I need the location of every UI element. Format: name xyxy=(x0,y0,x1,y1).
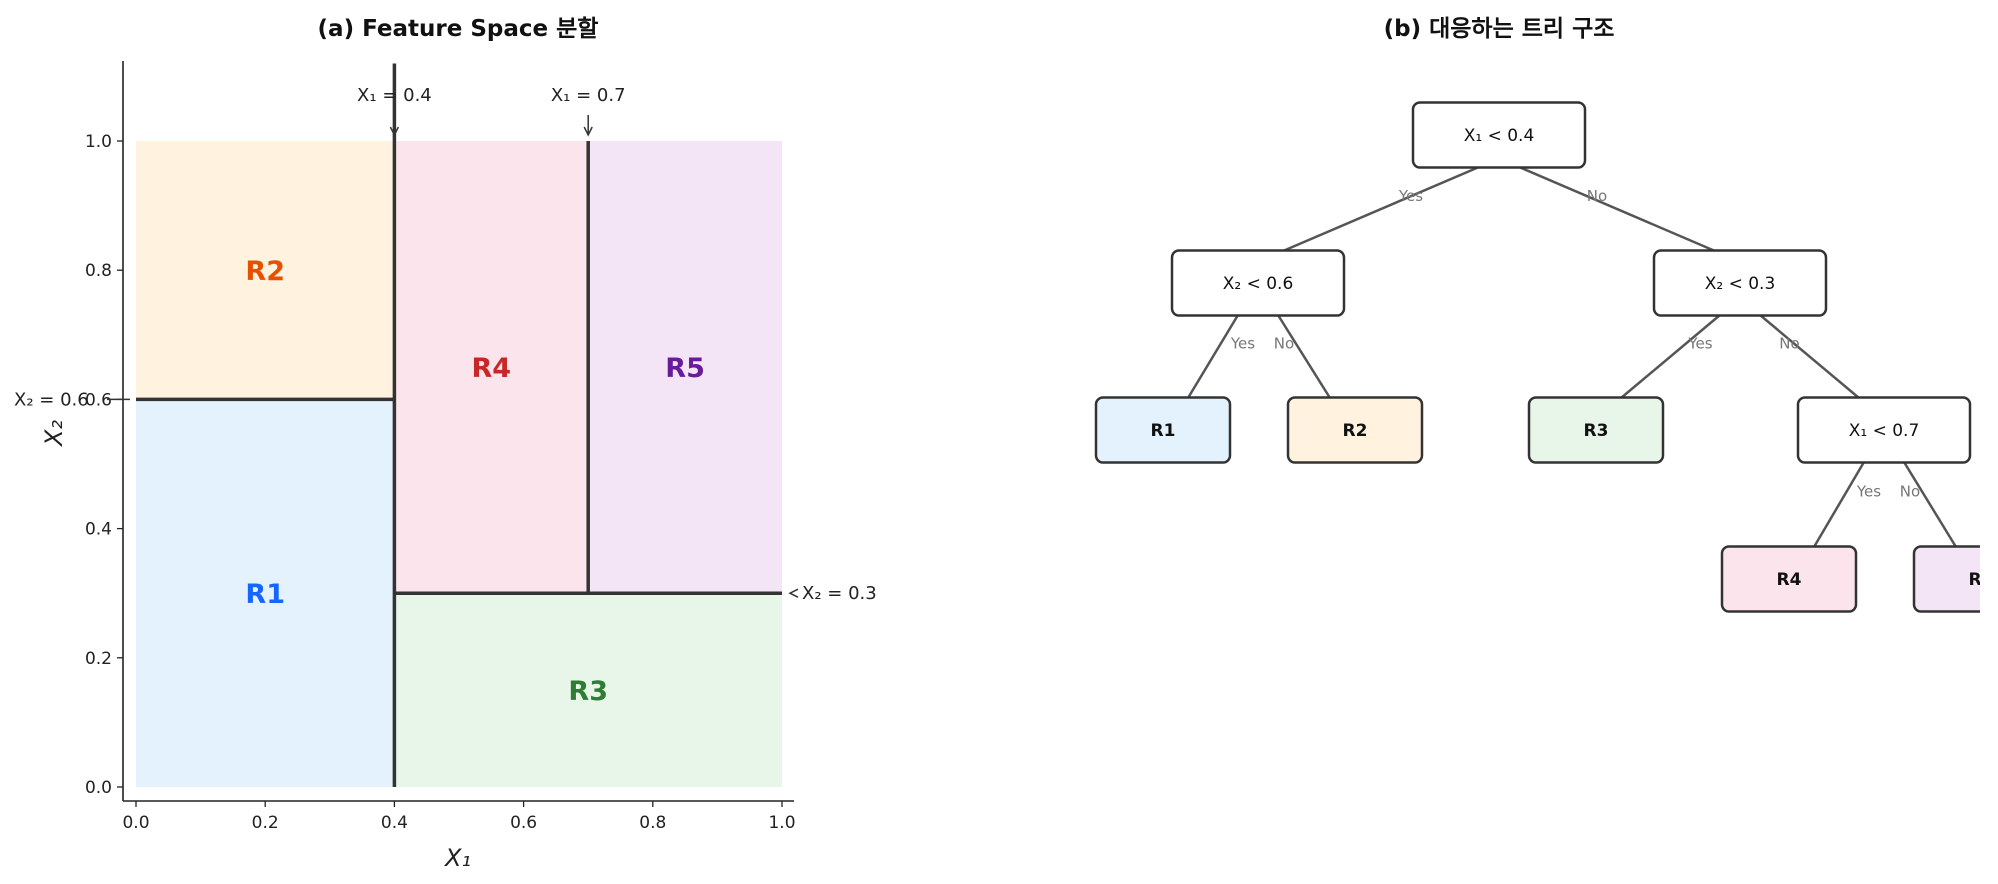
x-axis-label: X₁ xyxy=(443,844,471,872)
region-r1 xyxy=(136,399,395,787)
region-label-r2: R2 xyxy=(245,256,285,287)
decision-node-root xyxy=(1411,101,1587,169)
region-label-r1: R1 xyxy=(245,579,285,610)
region-r3 xyxy=(394,593,782,787)
node-label: R2 xyxy=(1343,421,1368,441)
tree-edge xyxy=(1759,314,1860,399)
split-annotation: X₂ = 0.6 xyxy=(14,389,89,410)
edge-label-no: No xyxy=(1900,483,1920,501)
node-label: R5 xyxy=(1969,570,1994,590)
tree-edge xyxy=(1902,461,1958,548)
node-label: X₂ < 0.3 xyxy=(1705,274,1776,294)
tree-edge xyxy=(1620,314,1721,399)
split-annotation: X₂ = 0.3 xyxy=(802,583,877,604)
leaf-node-r5 xyxy=(1912,545,1980,613)
edge-label-no: No xyxy=(1587,187,1607,205)
region-label-r3: R3 xyxy=(568,676,608,707)
decision-node-n3 xyxy=(1652,249,1828,317)
edge-label-no: No xyxy=(1274,335,1294,353)
edge-label-yes: Yes xyxy=(1230,335,1255,353)
y-axis-label: X₂ xyxy=(40,420,68,448)
leaf-node-r4 xyxy=(1720,545,1858,613)
tree-edge xyxy=(1812,461,1866,548)
x-tick-label: 0.4 xyxy=(381,813,408,833)
tree-edge xyxy=(1276,314,1332,399)
split-annotation: X₁ = 0.4 xyxy=(357,85,432,106)
arrowhead-icon xyxy=(788,588,799,598)
x-tick-label: 0.8 xyxy=(639,813,666,833)
tree-edge xyxy=(1186,314,1240,399)
x-tick-label: 0.6 xyxy=(510,813,537,833)
arrowhead-icon xyxy=(389,126,400,137)
leaf-node-r3 xyxy=(1527,396,1665,464)
edge-label-yes: Yes xyxy=(1856,483,1881,501)
edge-label-yes: Yes xyxy=(1398,187,1423,205)
x-tick-label: 1.0 xyxy=(768,813,795,833)
y-tick-label: 0.6 xyxy=(85,390,112,410)
decision-node-n4 xyxy=(1796,396,1972,464)
x-tick-label: 0.0 xyxy=(122,813,149,833)
region-r2 xyxy=(136,141,395,400)
region-r4 xyxy=(394,141,589,594)
tree-edge xyxy=(1282,165,1480,253)
arrowhead-icon xyxy=(583,126,593,137)
node-label: X₁ < 0.4 xyxy=(1464,126,1535,146)
y-tick-label: 0.4 xyxy=(85,520,112,540)
node-label: R3 xyxy=(1584,421,1609,441)
y-tick-label: 0.0 xyxy=(85,778,112,798)
leaf-node-r2 xyxy=(1286,396,1424,464)
edge-label-yes: Yes xyxy=(1687,335,1712,353)
node-label: R4 xyxy=(1777,570,1802,590)
x-tick-label: 0.2 xyxy=(252,813,279,833)
panel-b-title: (b) 대응하는 트리 구조 xyxy=(1384,16,1615,42)
panel-a-title: (a) Feature Space 분할 xyxy=(318,16,599,42)
y-tick-label: 1.0 xyxy=(85,132,112,152)
decision-node-n2 xyxy=(1170,249,1346,317)
node-label: R1 xyxy=(1151,421,1176,441)
region-label-r5: R5 xyxy=(665,353,705,384)
y-tick-label: 0.8 xyxy=(85,261,112,281)
region-r5 xyxy=(588,141,782,594)
edge-label-no: No xyxy=(1779,335,1799,353)
tree-edge xyxy=(1518,165,1716,253)
node-label: X₂ < 0.6 xyxy=(1223,274,1294,294)
leaf-node-r1 xyxy=(1094,396,1232,464)
region-label-r4: R4 xyxy=(472,353,512,384)
split-annotation: X₁ = 0.7 xyxy=(551,85,626,106)
y-tick-label: 0.2 xyxy=(85,649,112,669)
node-label: X₁ < 0.7 xyxy=(1849,421,1920,441)
